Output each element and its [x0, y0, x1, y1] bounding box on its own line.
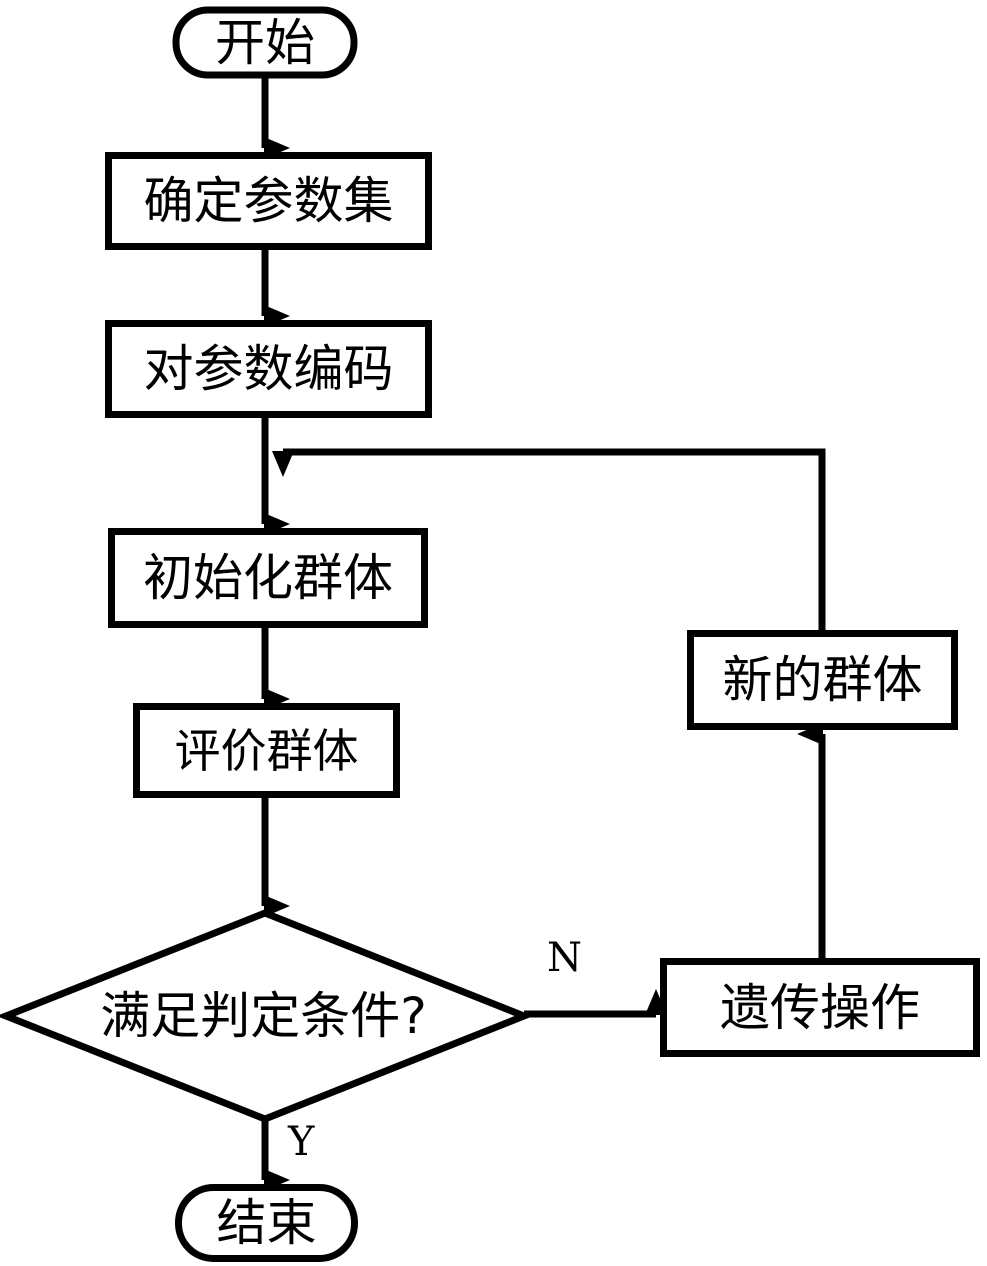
node-new-population-shape — [687, 630, 958, 730]
node-check-condition-shape — [0, 909, 534, 1123]
edge-label-yes-branch: Y — [288, 1119, 315, 1165]
node-evaluate-population-shape — [133, 703, 400, 798]
node-determine-parameter-set-shape — [105, 152, 432, 250]
node-initialize-population-shape — [108, 528, 428, 628]
node-encode-parameters-shape — [105, 320, 432, 418]
node-start-shape — [172, 6, 358, 79]
node-genetic-operation-shape — [660, 958, 980, 1057]
node-end-shape — [175, 1184, 358, 1262]
edge-label-no-branch: N — [547, 935, 582, 981]
edge-new-to-initialize-loop — [272, 448, 826, 632]
